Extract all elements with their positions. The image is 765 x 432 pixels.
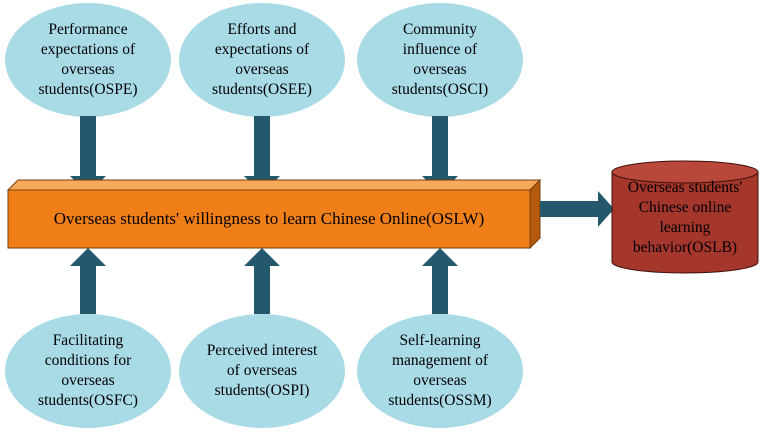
node-ospi-ellipse — [179, 314, 345, 428]
node-ossm-ellipse — [357, 314, 523, 428]
node-ospe-ellipse — [5, 3, 171, 117]
node-ospi-label: Perceived interest of overseas students(… — [206, 342, 318, 399]
arrow-ossm-to-oslw — [422, 248, 458, 314]
node-ospe-label: Performance expectations of overseas stu… — [38, 21, 138, 98]
arrow-osci-to-oslw — [422, 116, 458, 194]
node-osci-ellipse — [357, 3, 523, 117]
oslw-bar-front — [7, 189, 531, 249]
node-osee-ellipse — [179, 3, 345, 117]
oslb-cylinder-label: Overseas students' Chinese online learni… — [627, 179, 743, 256]
node-ossm-label: Self-learning management of overseas stu… — [388, 332, 492, 409]
node-osfc-label: Facilitating conditions for overseas stu… — [38, 332, 138, 409]
node-osci-label: Community influence of overseas students… — [391, 21, 489, 98]
node-osee-label: Efforts and expectations of overseas stu… — [212, 21, 312, 98]
arrow-osfc-to-oslw — [70, 248, 106, 314]
arrow-ospi-to-oslw — [244, 248, 280, 314]
oslb-cylinder-body — [611, 171, 759, 274]
oslb-cylinder-top — [611, 160, 759, 184]
oslw-bar-side — [529, 178, 541, 250]
oslw-bar-top — [6, 179, 542, 191]
node-osfc-ellipse — [5, 314, 171, 428]
arrow-oslw-to-oslb — [540, 191, 614, 227]
arrow-osee-to-oslw — [244, 116, 280, 194]
oslw-bar-label: Overseas students' willingness to learn … — [53, 209, 485, 228]
arrow-ospe-to-oslw — [70, 116, 106, 194]
